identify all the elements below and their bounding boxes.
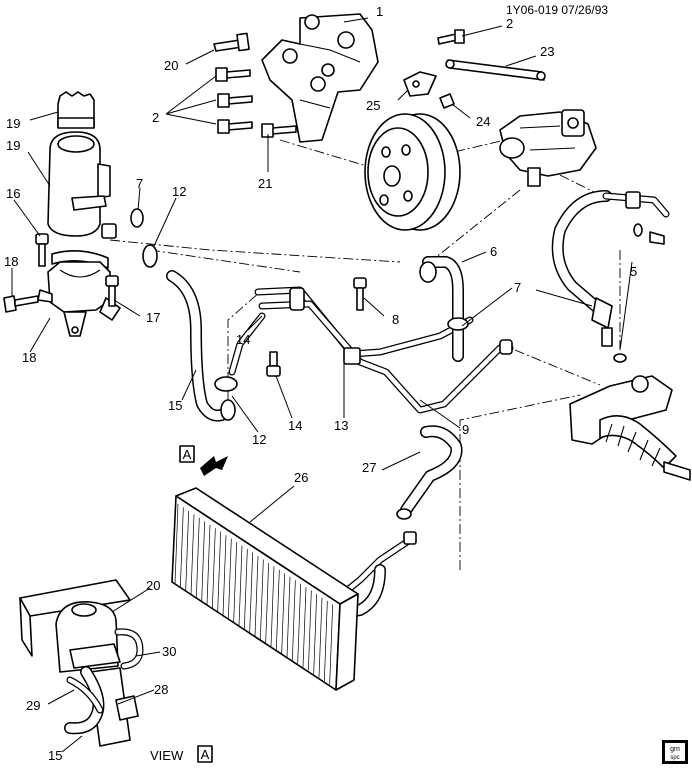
callout-1: 1 bbox=[376, 4, 383, 19]
callout-25: 25 bbox=[366, 98, 380, 113]
fluid-reservoir bbox=[47, 131, 117, 239]
pump-bracket bbox=[261, 13, 379, 143]
callout-numbers: 1 2 2 20 23 25 24 21 19 19 16 7 12 18 17… bbox=[4, 4, 637, 763]
callout-18-view: 20 bbox=[146, 578, 160, 593]
gm-spc-logo: gm spc bbox=[662, 740, 688, 764]
callout-23: 23 bbox=[540, 44, 554, 59]
radiator-cooler bbox=[171, 487, 359, 691]
return-hose bbox=[166, 270, 238, 422]
callout-18: 19 bbox=[6, 138, 20, 153]
pipe-bolts bbox=[266, 277, 367, 377]
callout-2-top: 2 bbox=[506, 16, 513, 31]
view-flag-letter: A bbox=[183, 447, 192, 462]
callout-2-left: 2 bbox=[152, 110, 159, 125]
callout-12-upper: 12 bbox=[172, 184, 186, 199]
steering-pump bbox=[499, 109, 597, 187]
callout-28: 28 bbox=[154, 682, 168, 697]
callout-11: 14 bbox=[288, 418, 302, 433]
view-a-inset bbox=[19, 579, 144, 747]
view-label-letter: A bbox=[201, 747, 210, 762]
callout-30: 30 bbox=[162, 644, 176, 659]
view-a-flag: A bbox=[179, 445, 228, 476]
callout-15-right: 17 bbox=[146, 310, 160, 325]
pipe-assembly bbox=[228, 286, 514, 414]
callout-29: 29 bbox=[26, 698, 40, 713]
brace bbox=[445, 59, 546, 81]
logo-line2: spc bbox=[670, 755, 679, 761]
callout-19: 19 bbox=[6, 116, 20, 131]
logo-line1: gm bbox=[670, 746, 680, 753]
callout-14-main: 15 bbox=[168, 398, 182, 413]
bracket-bolts bbox=[213, 29, 465, 138]
callout-8: 8 bbox=[392, 312, 399, 327]
reservoir-bolts bbox=[3, 233, 119, 313]
callout-27: 27 bbox=[362, 460, 376, 475]
cooler-hose bbox=[396, 425, 463, 520]
callout-12-lower: 12 bbox=[252, 432, 266, 447]
reservoir-bracket bbox=[37, 250, 121, 337]
pump-pulley bbox=[364, 113, 461, 231]
radiator-fins bbox=[174, 503, 334, 685]
view-label-word: VIEW bbox=[150, 748, 184, 763]
view-a-label: VIEW A bbox=[150, 745, 213, 763]
callout-24: 24 bbox=[476, 114, 490, 129]
callout-20: 20 bbox=[164, 58, 178, 73]
callout-7-right: 7 bbox=[514, 280, 521, 295]
callout-7-upper: 7 bbox=[136, 176, 143, 191]
leader-lines bbox=[11, 17, 633, 753]
steering-gear bbox=[569, 375, 691, 481]
diagram-code: 1Y06-019 07/26/93 bbox=[506, 3, 608, 17]
callout-17: 18 bbox=[4, 254, 18, 269]
callout-13: 14 bbox=[236, 332, 250, 347]
callout-15-left: 16 bbox=[6, 186, 20, 201]
reservoir-cap bbox=[57, 91, 95, 129]
pump-hose-right bbox=[551, 190, 670, 363]
callout-16: 18 bbox=[22, 350, 36, 365]
callout-21: 21 bbox=[258, 176, 272, 191]
callout-9: 9 bbox=[462, 422, 469, 437]
small-bracket bbox=[403, 71, 455, 109]
hose-clamps-upper bbox=[130, 208, 158, 268]
pressure-hose bbox=[419, 256, 469, 362]
callout-6: 6 bbox=[490, 244, 497, 259]
callout-14-view: 15 bbox=[48, 748, 62, 763]
callout-26: 26 bbox=[294, 470, 308, 485]
callout-5: 5 bbox=[630, 264, 637, 279]
callout-10: 13 bbox=[334, 418, 348, 433]
